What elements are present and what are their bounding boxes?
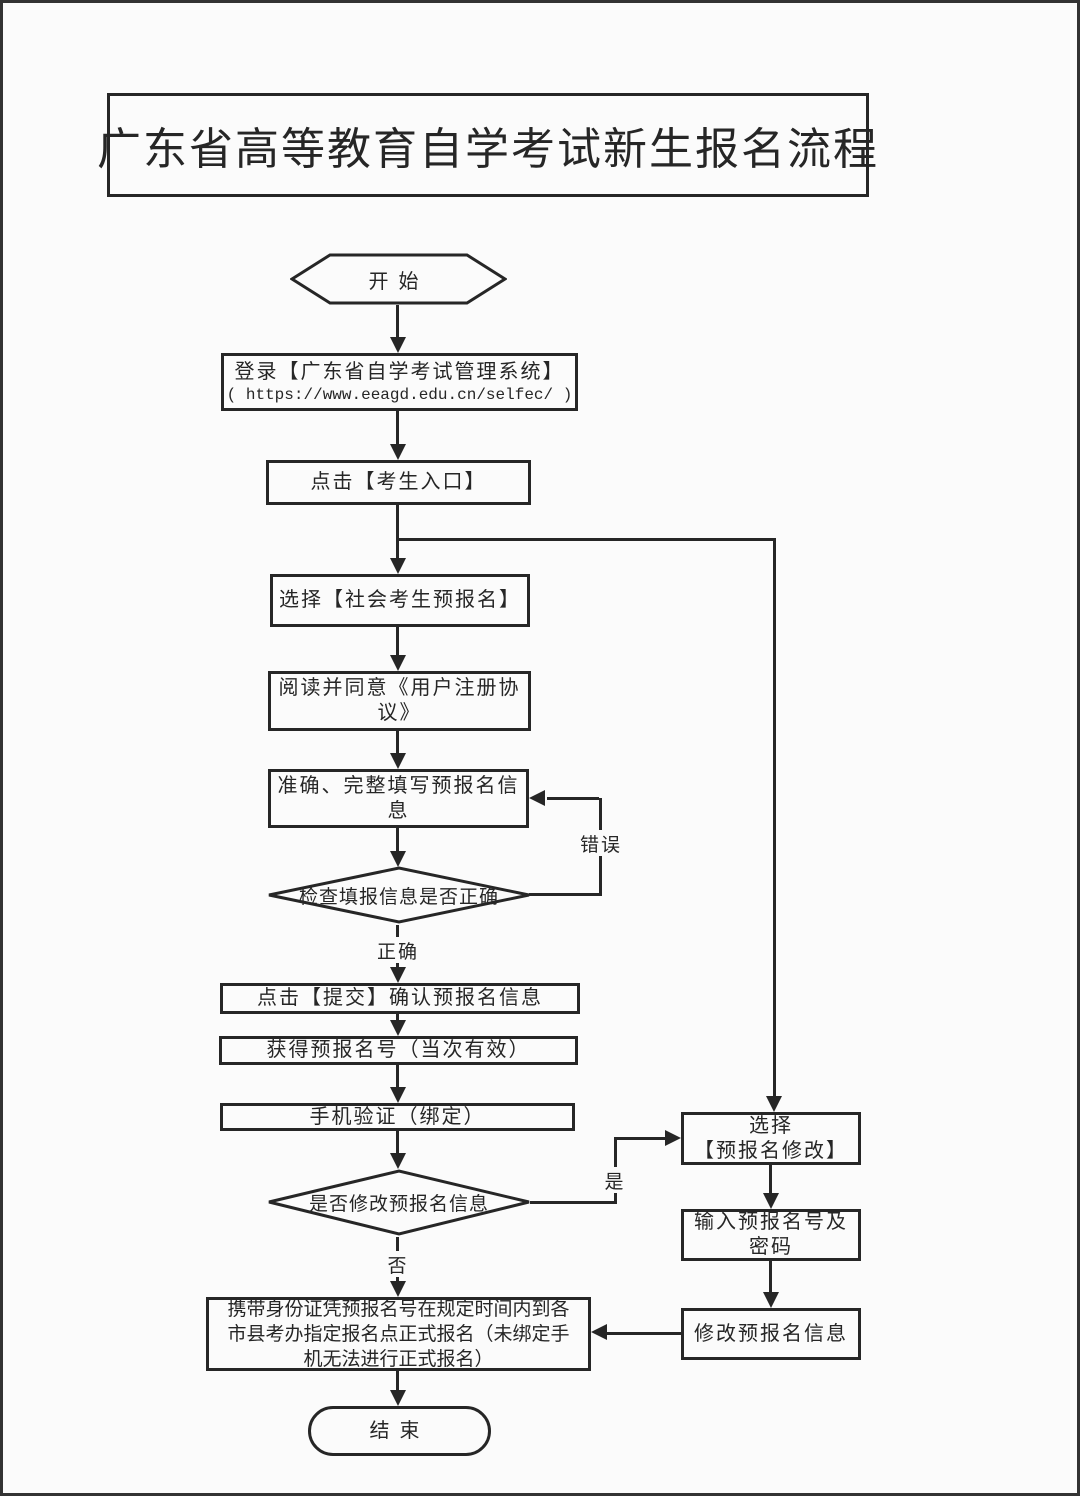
phone-verification-node: 手机验证（绑定） bbox=[220, 1103, 575, 1131]
connector-line bbox=[396, 1371, 399, 1390]
arrow-left-icon bbox=[591, 1324, 607, 1340]
arrow-down-icon bbox=[763, 1292, 779, 1308]
error-edge-label: 错误 bbox=[571, 830, 631, 856]
arrow-down-icon bbox=[390, 1390, 406, 1406]
end-node: 结束 bbox=[308, 1406, 491, 1456]
connector-line bbox=[396, 1131, 399, 1153]
arrow-down-icon bbox=[390, 1153, 406, 1169]
arrow-down-icon bbox=[390, 337, 406, 353]
input-number-password-node: 输入预报名号及 密码 bbox=[681, 1209, 861, 1261]
flowchart-title: 广东省高等教育自学考试新生报名流程 bbox=[97, 93, 877, 197]
error-loop-line bbox=[529, 893, 602, 896]
login-system-label: 登录【广东省自学考试管理系统】 bbox=[234, 360, 565, 383]
arrow-left-icon bbox=[529, 790, 545, 806]
start-label: 开始 bbox=[368, 270, 429, 293]
correct-edge-label: 正确 bbox=[358, 937, 438, 963]
yes-edge-label: 是 bbox=[599, 1167, 631, 1193]
arrow-down-icon bbox=[390, 967, 406, 983]
arrow-down-icon bbox=[390, 1087, 406, 1103]
arrow-down-icon bbox=[390, 753, 406, 769]
connector-line bbox=[396, 731, 399, 753]
input-number-label-line1: 输入预报名号及 bbox=[694, 1211, 848, 1233]
modify-decision-node: 是否修改预报名信息 bbox=[267, 1168, 531, 1237]
connector-line bbox=[769, 1165, 772, 1193]
return-path-line bbox=[606, 1332, 681, 1335]
candidate-entrance-node: 点击【考生入口】 bbox=[266, 460, 531, 505]
select-preregistration-node: 选择【社会考生预报名】 bbox=[270, 574, 530, 627]
start-node: 开始 bbox=[290, 253, 507, 305]
yes-path-line bbox=[530, 1201, 617, 1204]
arrow-right-icon bbox=[665, 1130, 681, 1146]
branch-line bbox=[397, 538, 776, 541]
submit-confirm-node: 点击【提交】确认预报名信息 bbox=[220, 983, 580, 1014]
fill-preregistration-info-node: 准确、完整填写预报名信息 bbox=[268, 769, 529, 828]
select-modify-label-line1: 选择 bbox=[749, 1114, 793, 1137]
modify-decision-label: 是否修改预报名信息 bbox=[308, 1194, 489, 1215]
login-system-node: 登录【广东省自学考试管理系统】 ( https://www.eeagd.edu.… bbox=[221, 353, 578, 411]
arrow-down-icon bbox=[390, 851, 406, 867]
arrow-down-icon bbox=[763, 1193, 779, 1209]
connector-line bbox=[396, 505, 399, 558]
modify-info-node: 修改预报名信息 bbox=[681, 1308, 861, 1360]
connector-line bbox=[396, 828, 399, 851]
connector-line bbox=[769, 1261, 772, 1292]
arrow-down-icon bbox=[390, 655, 406, 671]
start-hexagon-shape bbox=[290, 253, 507, 305]
user-agreement-node: 阅读并同意《用户注册协议》 bbox=[268, 671, 531, 731]
input-number-label-line2: 密码 bbox=[749, 1236, 793, 1258]
branch-line bbox=[773, 538, 776, 1096]
login-system-url: ( https://www.eeagd.edu.cn/selfec/ ) bbox=[226, 385, 573, 404]
arrow-down-icon bbox=[390, 1281, 406, 1297]
connector-line bbox=[396, 305, 399, 339]
arrow-down-icon bbox=[390, 444, 406, 460]
get-preregistration-number-node: 获得预报名号（当次有效） bbox=[219, 1036, 578, 1065]
yes-path-line bbox=[614, 1137, 665, 1140]
check-info-decision-node: 检查填报信息是否正确 bbox=[267, 865, 531, 925]
connector-line bbox=[396, 411, 399, 444]
select-modify-label-line2: 【预报名修改】 bbox=[694, 1139, 848, 1162]
connector-line bbox=[396, 1014, 399, 1020]
arrow-down-icon bbox=[390, 1020, 406, 1036]
no-edge-label: 否 bbox=[373, 1251, 423, 1277]
connector-line bbox=[396, 627, 399, 655]
formal-registration-node: 携带身份证凭预报名号在规定时间内到各市县考办指定报名点正式报名（未绑定手机无法进… bbox=[206, 1297, 591, 1371]
arrow-down-icon bbox=[390, 558, 406, 574]
arrow-down-icon bbox=[766, 1096, 782, 1112]
select-modify-node: 选择 【预报名修改】 bbox=[681, 1112, 861, 1165]
error-loop-line bbox=[547, 797, 599, 800]
decision-diamond-shape bbox=[268, 1169, 530, 1236]
connector-line bbox=[396, 1065, 399, 1087]
check-info-label: 检查填报信息是否正确 bbox=[298, 886, 499, 908]
